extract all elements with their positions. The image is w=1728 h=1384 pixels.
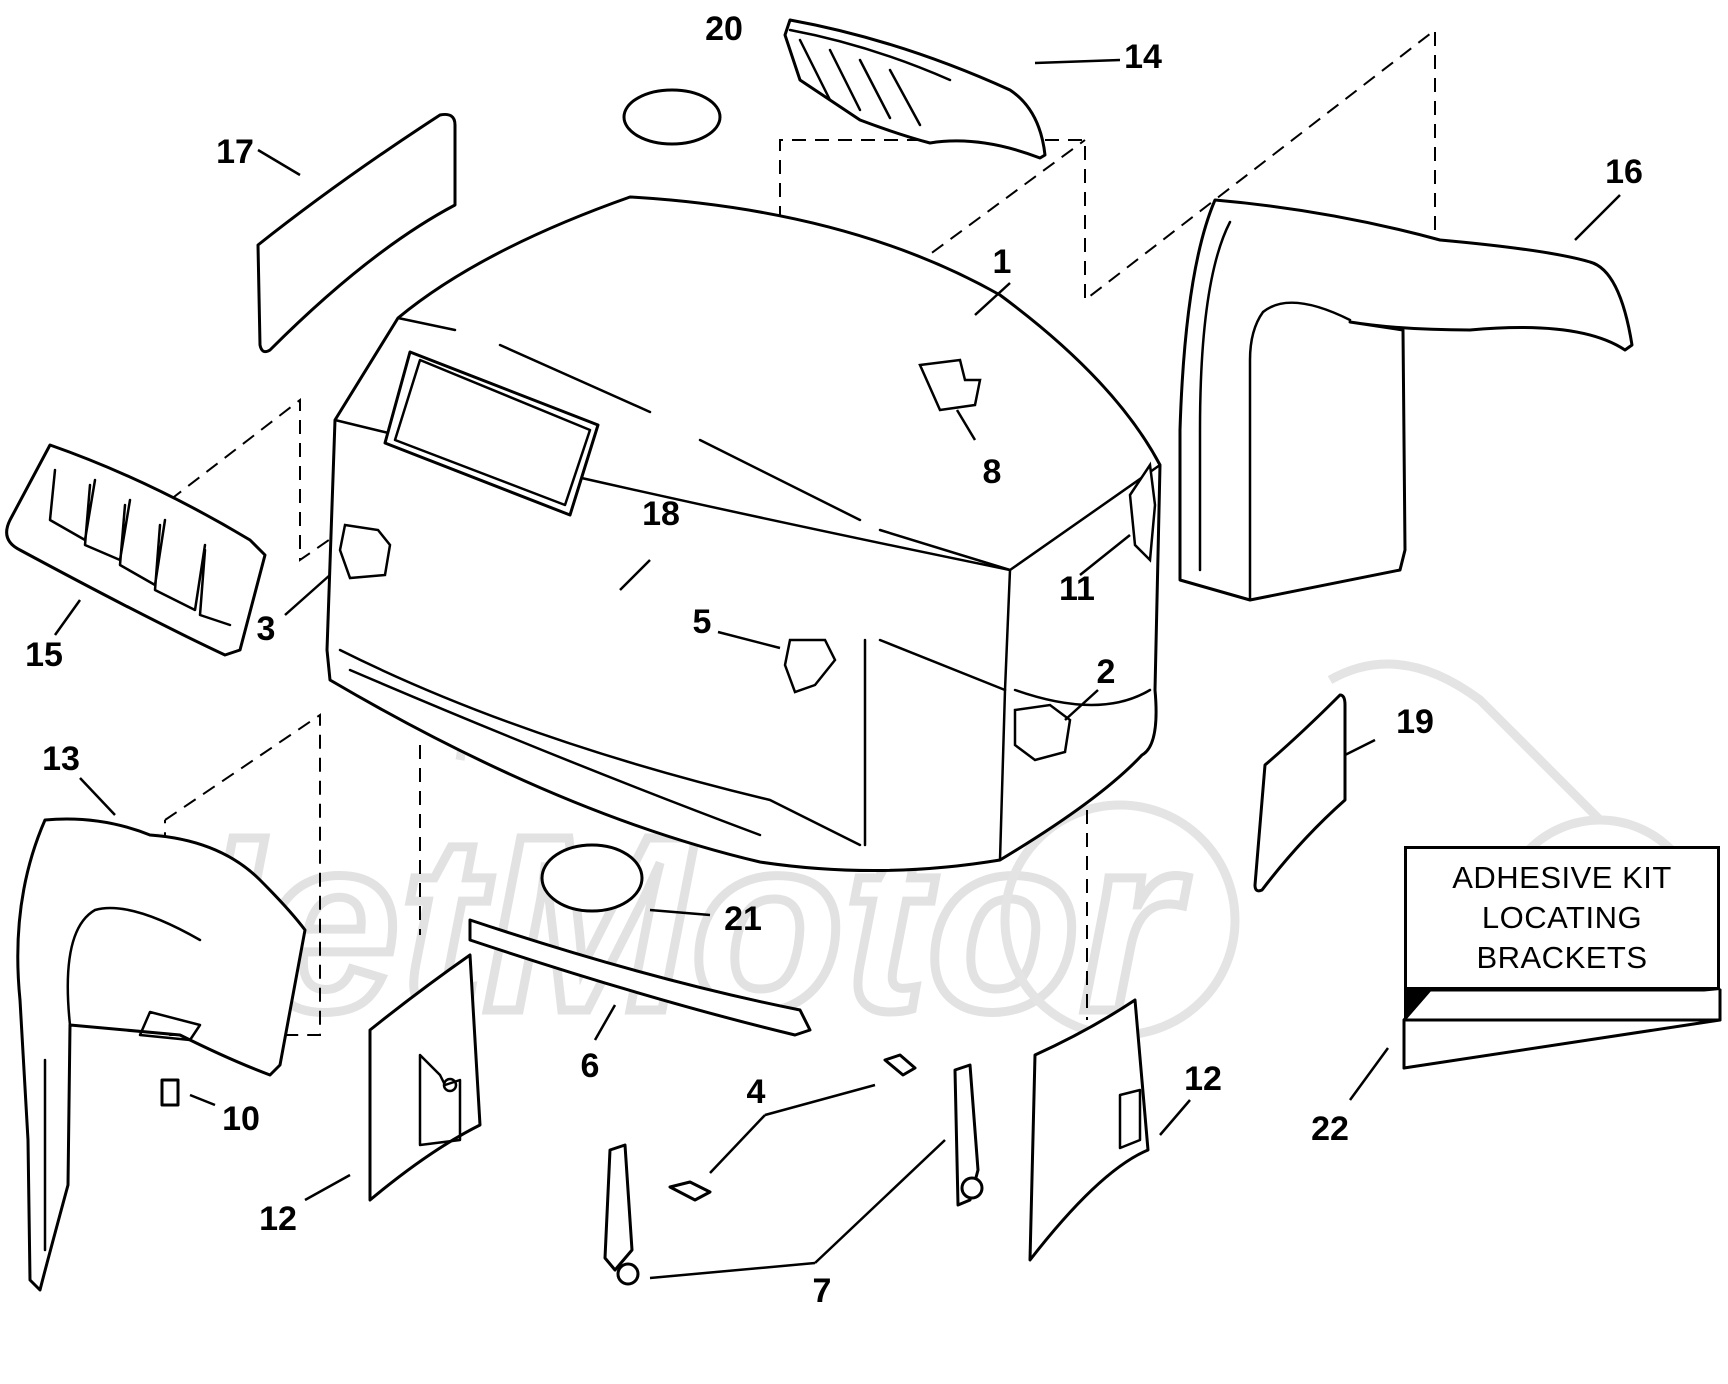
callout-18: 18 — [642, 495, 680, 533]
callout-17: 17 — [216, 133, 254, 171]
callout-4: 4 — [747, 1073, 766, 1111]
callout-16: 16 — [1605, 153, 1643, 191]
side-panel-left — [368, 953, 482, 1202]
kit-label-line2: LOCATING — [1481, 900, 1643, 935]
top-vent-grille — [783, 18, 1047, 160]
callout-numbers: 1 2 3 4 5 6 7 8 10 11 12 12 13 14 15 16 … — [25, 10, 1643, 1310]
callout-5: 5 — [693, 603, 712, 641]
oval-decal-top — [622, 88, 722, 146]
kit-label-line1: ADHESIVE KIT — [1452, 860, 1672, 895]
callout-21: 21 — [724, 900, 762, 938]
adhesive-kit-box: ADHESIVE KIT LOCATING BRACKETS — [1404, 846, 1720, 990]
kit-label-line3: BRACKETS — [1476, 940, 1648, 975]
adhesive-patches — [338, 358, 1157, 762]
rear-cover-left — [16, 817, 307, 1292]
callout-11: 11 — [1059, 570, 1095, 608]
callout-6: 6 — [581, 1047, 600, 1085]
seal-strip — [468, 918, 812, 1037]
callout-1: 1 — [993, 243, 1012, 281]
callout-7: 7 — [813, 1272, 832, 1310]
callout-13: 13 — [42, 740, 80, 778]
callout-8: 8 — [983, 453, 1002, 491]
side-panel-right — [1028, 998, 1150, 1262]
callout-2: 2 — [1097, 653, 1116, 691]
callout-22: 22 — [1311, 1110, 1349, 1148]
oval-decal-lower — [540, 843, 644, 913]
side-vent-grille — [5, 443, 267, 657]
decal-panel-left — [256, 113, 457, 354]
engine-cover — [325, 195, 1162, 872]
callout-20: 20 — [705, 10, 743, 48]
callout-12-right: 12 — [1184, 1060, 1222, 1098]
latch-brackets — [603, 1063, 984, 1286]
callout-10: 10 — [222, 1100, 260, 1138]
rear-cover-right — [1178, 198, 1634, 602]
callout-15: 15 — [25, 636, 63, 674]
screws — [160, 1053, 917, 1202]
callout-14: 14 — [1124, 38, 1162, 76]
alignment-lines — [164, 27, 1436, 1036]
callout-12-left: 12 — [259, 1200, 297, 1238]
callout-3: 3 — [257, 610, 276, 648]
decal-panel-right — [1253, 693, 1347, 893]
callout-19: 19 — [1396, 703, 1434, 741]
leader-lines — [53, 58, 1621, 1280]
